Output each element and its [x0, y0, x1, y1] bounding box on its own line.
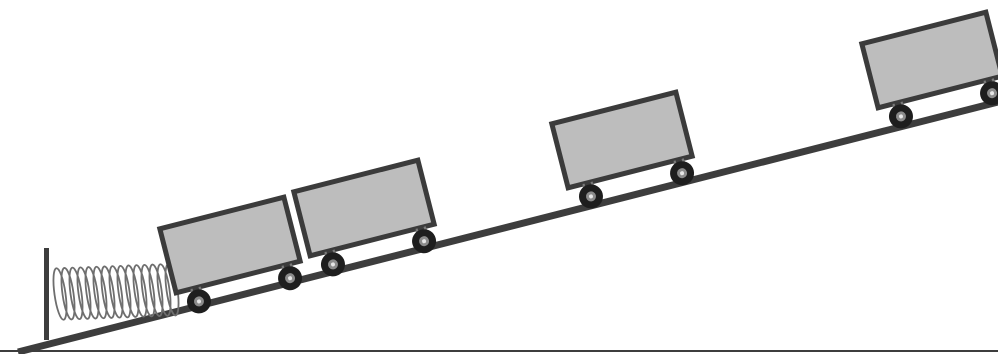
cart-3-wheel-back: [670, 158, 695, 186]
cart-1-body: [156, 194, 304, 296]
spring-coil: [68, 266, 84, 321]
spring-coil: [76, 266, 92, 320]
spring-coil: [116, 264, 132, 319]
cart-4: [858, 9, 998, 129]
spring-coil: [84, 266, 100, 320]
incline-ramp: [17, 98, 998, 354]
spring-coil: [52, 267, 68, 321]
wall-post: [44, 248, 49, 340]
cart-3-body: [548, 89, 696, 191]
spring-coil: [60, 267, 76, 321]
cart-2-body: [290, 157, 438, 259]
spring-coil: [132, 264, 148, 318]
spring-coil: [92, 265, 108, 320]
cart-2-wheel-back: [412, 226, 437, 254]
spring-coil: [140, 263, 156, 318]
cart-3-wheel-front: [578, 181, 603, 209]
spring-coil: [148, 263, 164, 317]
cart-1-wheel-back: [278, 263, 303, 291]
spring-coil: [156, 263, 172, 317]
cart-1-wheel-front: [186, 286, 211, 314]
cart-1: [156, 194, 304, 314]
spring-coil: [124, 264, 140, 318]
cart-3: [548, 89, 696, 209]
cart-4-wheel-back: [980, 78, 998, 106]
cart-4-wheel-front: [888, 101, 913, 129]
cart-2-wheel-front: [320, 249, 345, 277]
cart-4-body: [858, 9, 998, 111]
spring-coil: [100, 265, 116, 319]
cart-2: [290, 157, 438, 277]
coil-spring: [52, 263, 180, 321]
spring-coil: [108, 265, 124, 319]
